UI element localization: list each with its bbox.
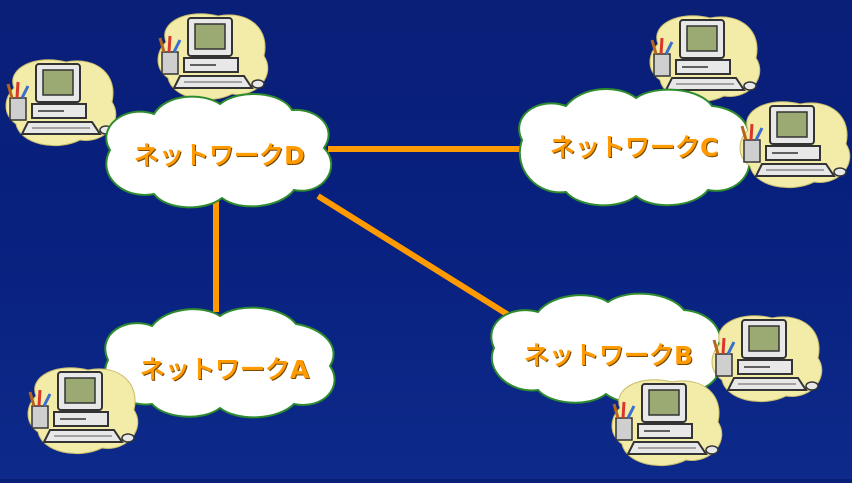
computer-icon xyxy=(4,58,118,148)
computer-icon xyxy=(610,378,724,468)
network-b-label: ネットワークB xyxy=(524,341,694,370)
computer-icon xyxy=(156,12,270,102)
cloud-network-a xyxy=(104,306,336,419)
computer-icon xyxy=(738,100,852,190)
computer-icon xyxy=(26,366,140,456)
network-d-label: ネットワークD xyxy=(134,141,305,170)
cloud-network-d xyxy=(105,93,333,209)
link-d-b xyxy=(316,193,528,329)
network-a-label: ネットワークA xyxy=(140,355,310,384)
computer-icon xyxy=(710,314,824,404)
network-c-label: ネットワークC xyxy=(550,133,719,162)
